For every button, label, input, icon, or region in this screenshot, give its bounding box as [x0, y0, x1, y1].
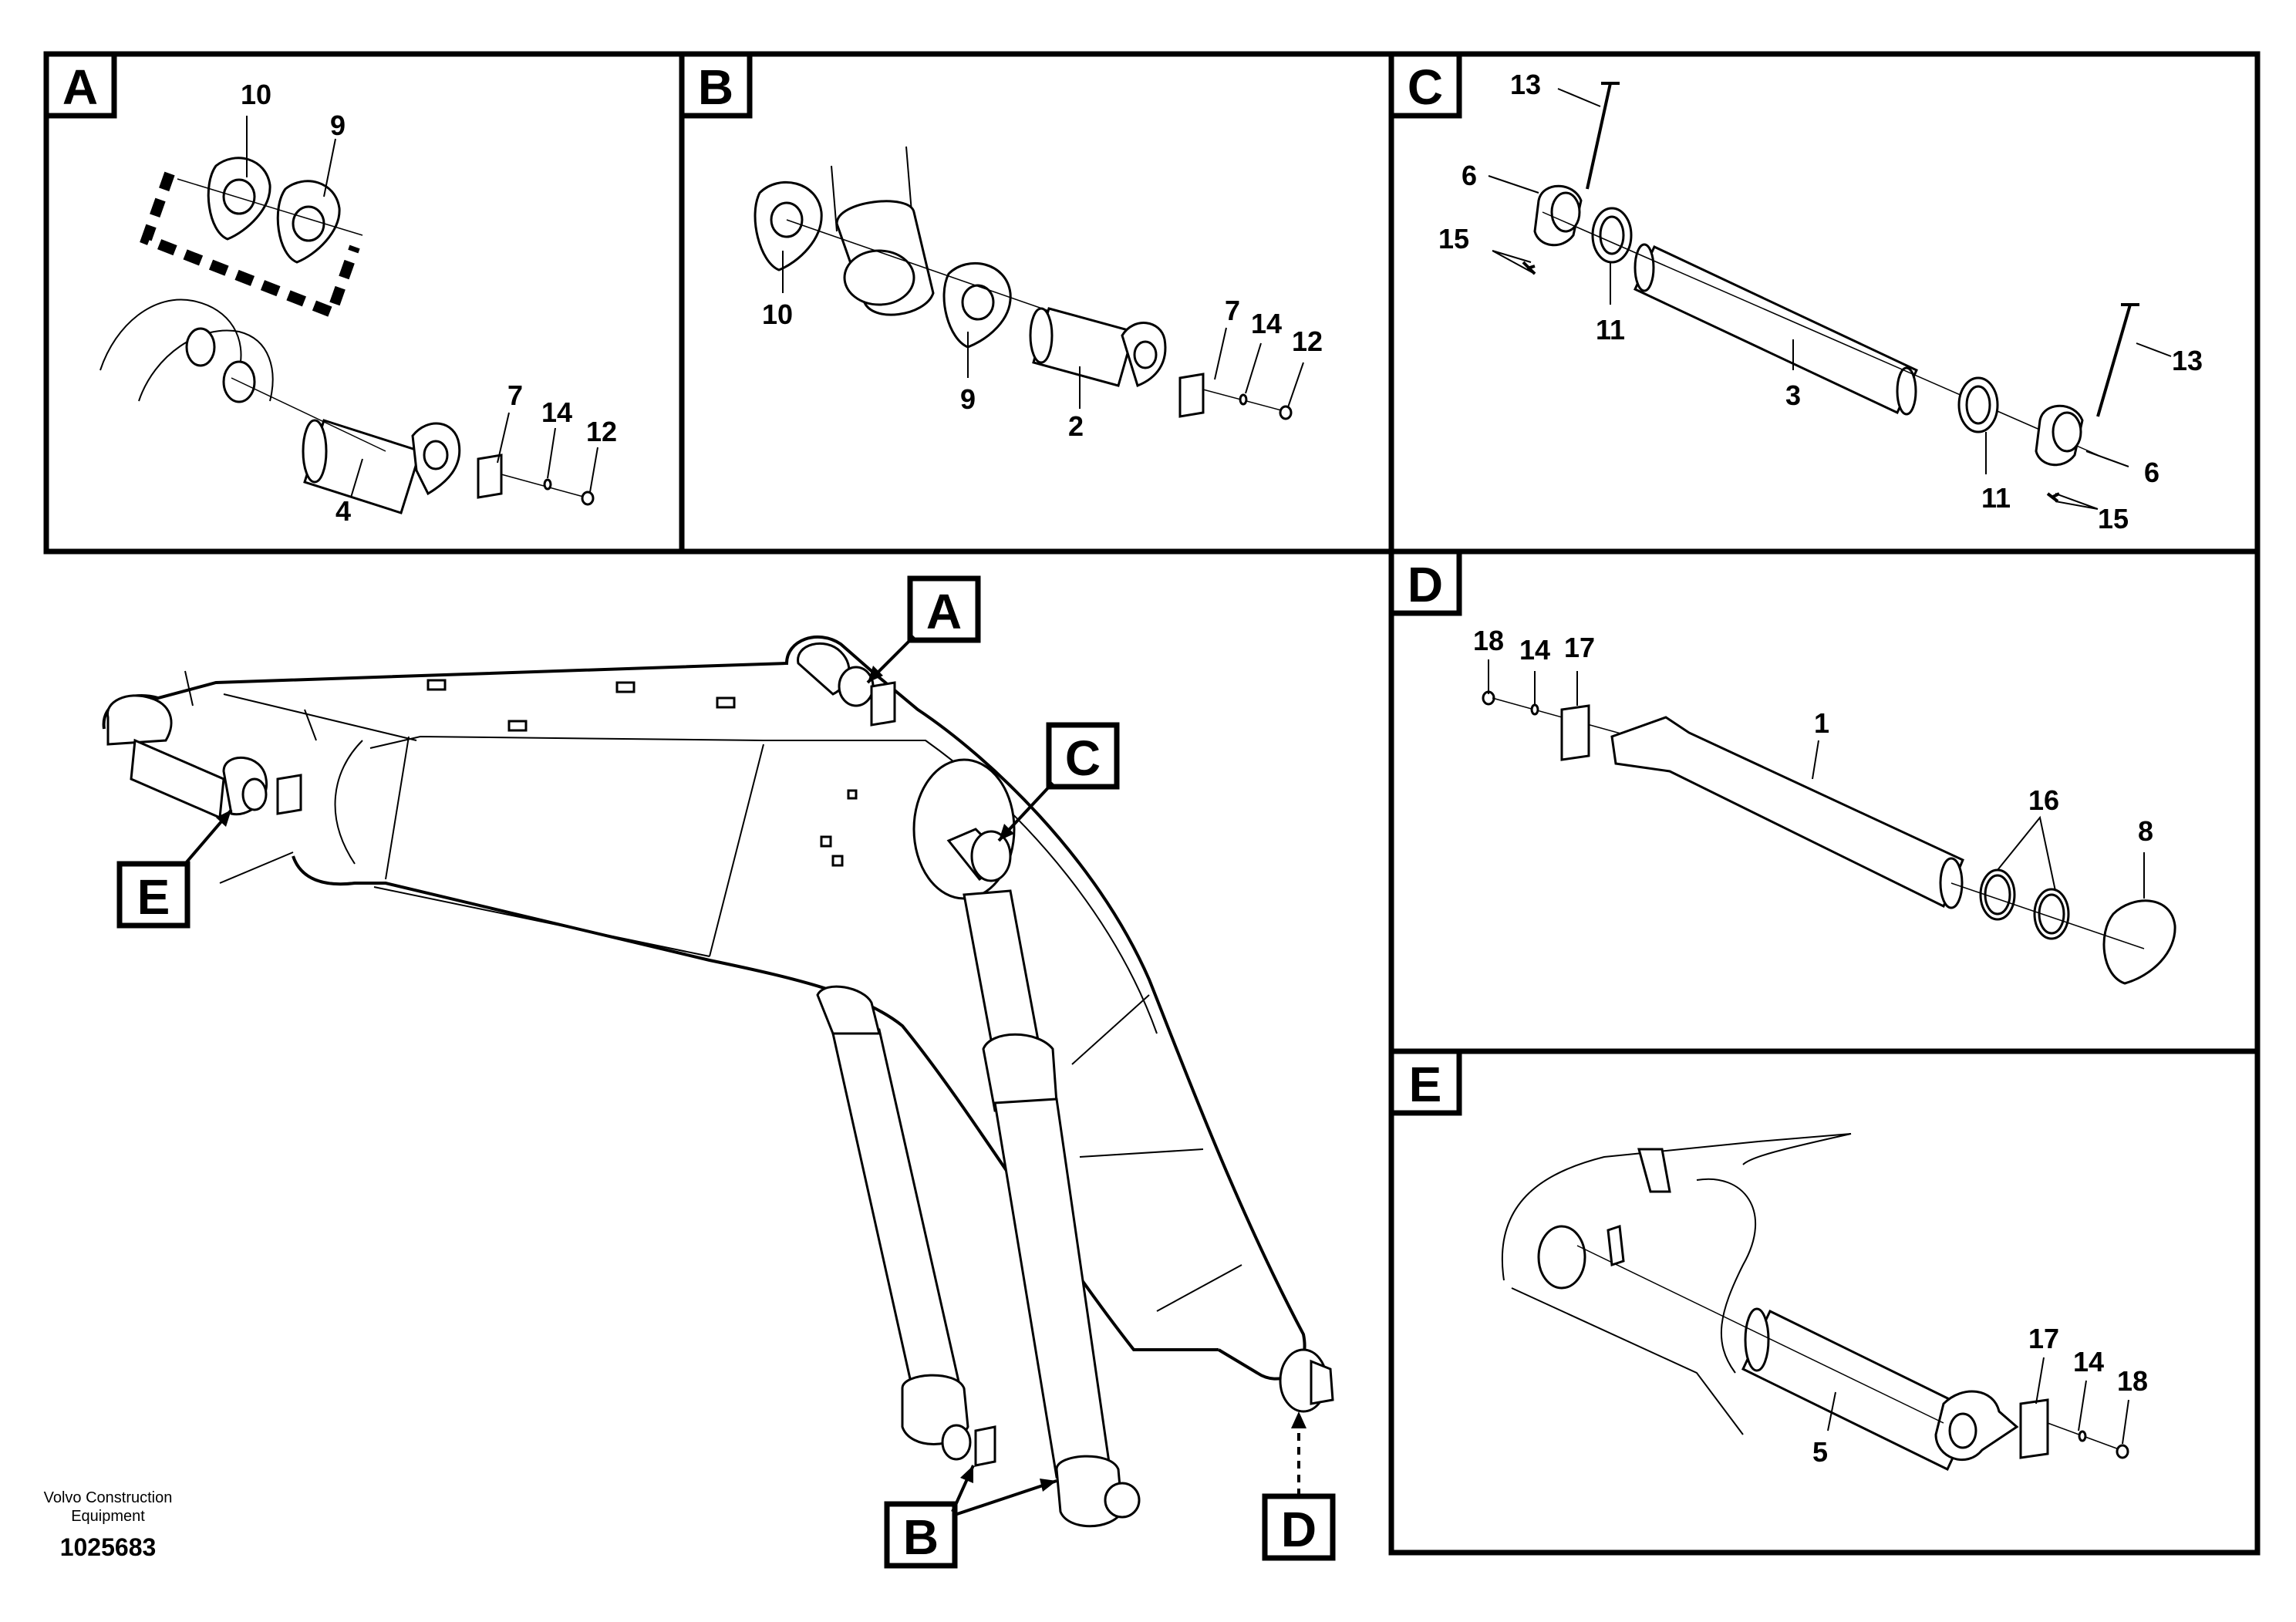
- washer-14: [543, 478, 552, 491]
- boom-cylinder-left: [831, 1028, 962, 1398]
- callout-b-14: 14: [1251, 308, 1282, 339]
- panel-c-frame: [1388, 51, 2261, 555]
- main-label-c-box: [1046, 722, 1120, 790]
- plate-17: [1560, 704, 1590, 761]
- callout-c-11-top: 11: [1596, 314, 1625, 346]
- panel-frames: [43, 51, 2261, 1556]
- main-label-a-box: [907, 575, 981, 643]
- panel-e-frame: [1388, 1048, 2261, 1556]
- callout-c-15-top: 15: [1438, 223, 1469, 255]
- callout-e-17: 17: [2028, 1323, 2059, 1354]
- panel-a: A 10 9 7 14 12 4: [43, 51, 617, 527]
- callout-c-13-top: 13: [1510, 69, 1541, 100]
- bolt-12: [581, 491, 595, 506]
- main-label-e-box: [116, 861, 190, 929]
- boom-outline-top: [102, 636, 1306, 1381]
- callout-b-9: 9: [960, 383, 976, 415]
- panel-c-tag: C: [1408, 59, 1443, 115]
- callout-d-8: 8: [2138, 815, 2153, 847]
- footer-brand-line2: Equipment: [71, 1508, 145, 1525]
- main-boom-view: [102, 636, 1334, 1528]
- plate-17: [2019, 1398, 2049, 1459]
- panel-b: B 10 9 2 7 14 12: [679, 51, 1323, 442]
- washer-14: [2078, 1430, 2087, 1442]
- main-label-a: A: [926, 584, 962, 639]
- panel-b-tag: B: [698, 59, 733, 115]
- callout-e-14: 14: [2073, 1346, 2104, 1378]
- callout-b-7: 7: [1225, 295, 1240, 326]
- washer-8: [2102, 899, 2176, 985]
- callout-d-17: 17: [1564, 632, 1595, 663]
- panel-a-tag: A: [62, 59, 98, 115]
- plate-7: [477, 454, 503, 499]
- panel-e-tag: E: [1409, 1057, 1442, 1112]
- bolt-13-top: [1586, 82, 1620, 190]
- callout-a-10: 10: [241, 79, 271, 110]
- main-label-d-box: [1262, 1493, 1336, 1561]
- bolt-18: [2116, 1444, 2129, 1459]
- callout-e-18: 18: [2117, 1365, 2148, 1397]
- callout-b-10: 10: [762, 298, 793, 330]
- washer-14: [1239, 393, 1248, 406]
- callout-a-14: 14: [541, 396, 572, 428]
- bottom-pin-d: [1310, 1359, 1334, 1405]
- panel-e: E 17 14 18 5: [1388, 1048, 2148, 1472]
- panel-d-tag: D: [1408, 557, 1443, 612]
- main-label-d: D: [1281, 1502, 1317, 1557]
- callout-d-14: 14: [1519, 634, 1550, 666]
- footer-doc-number: 1025683: [59, 1533, 157, 1561]
- callout-a-12: 12: [586, 416, 617, 447]
- footer-brand-line1: Volvo Construction: [43, 1489, 173, 1506]
- boom-end-bore: [1537, 1225, 1586, 1290]
- callout-c-11-bottom: 11: [1981, 482, 2011, 514]
- panel-d: D 18 14 17 1 16 8: [1388, 548, 2176, 985]
- callout-d-16: 16: [2028, 784, 2059, 816]
- panel-e-tag-box: [1388, 1048, 1462, 1116]
- callout-a-7: 7: [507, 379, 523, 411]
- main-label-e: E: [137, 869, 170, 925]
- panel-b-tag-box: [679, 51, 753, 119]
- panel-a-tag-box: [43, 51, 117, 119]
- callout-c-6-top: 6: [1462, 160, 1477, 191]
- foot-pin: [130, 738, 225, 820]
- callout-c-15-bottom: 15: [2098, 503, 2129, 534]
- cylinder-rod-end-b2: [1104, 1482, 1141, 1519]
- callout-b-12: 12: [1292, 325, 1323, 357]
- cylinder-rod-end-b1: [941, 1424, 972, 1461]
- callout-a-4: 4: [335, 495, 351, 527]
- kit-outline: [140, 171, 360, 320]
- panel-b-frame: [679, 51, 1394, 555]
- top-pin-a: [838, 666, 875, 707]
- footer-brand: Volvo Construction Equipment: [31, 1489, 185, 1526]
- callout-e-5: 5: [1812, 1436, 1828, 1468]
- callout-a-9: 9: [330, 110, 346, 141]
- washer-14: [1530, 703, 1539, 716]
- bolt-12: [1279, 405, 1293, 420]
- callout-c-3: 3: [1785, 379, 1801, 411]
- panel-c-tag-box: [1388, 51, 1462, 119]
- callout-c-13-bottom: 13: [2172, 345, 2203, 376]
- callout-d-18: 18: [1473, 625, 1504, 656]
- panel-c: C 13 6 15 11 3 11: [1388, 51, 2203, 534]
- panel-d-tag-box: [1388, 548, 1462, 616]
- main-label-c: C: [1065, 730, 1101, 786]
- bolt-13-bottom: [2096, 303, 2139, 417]
- main-label-b: B: [903, 1509, 939, 1565]
- callout-d-1: 1: [1814, 707, 1829, 739]
- main-label-b-box: [884, 1501, 958, 1569]
- main-view-labels: A C E B D: [116, 575, 1336, 1569]
- plate-7: [1178, 373, 1205, 418]
- callout-c-6-bottom: 6: [2144, 457, 2159, 488]
- callout-b-2: 2: [1068, 410, 1084, 442]
